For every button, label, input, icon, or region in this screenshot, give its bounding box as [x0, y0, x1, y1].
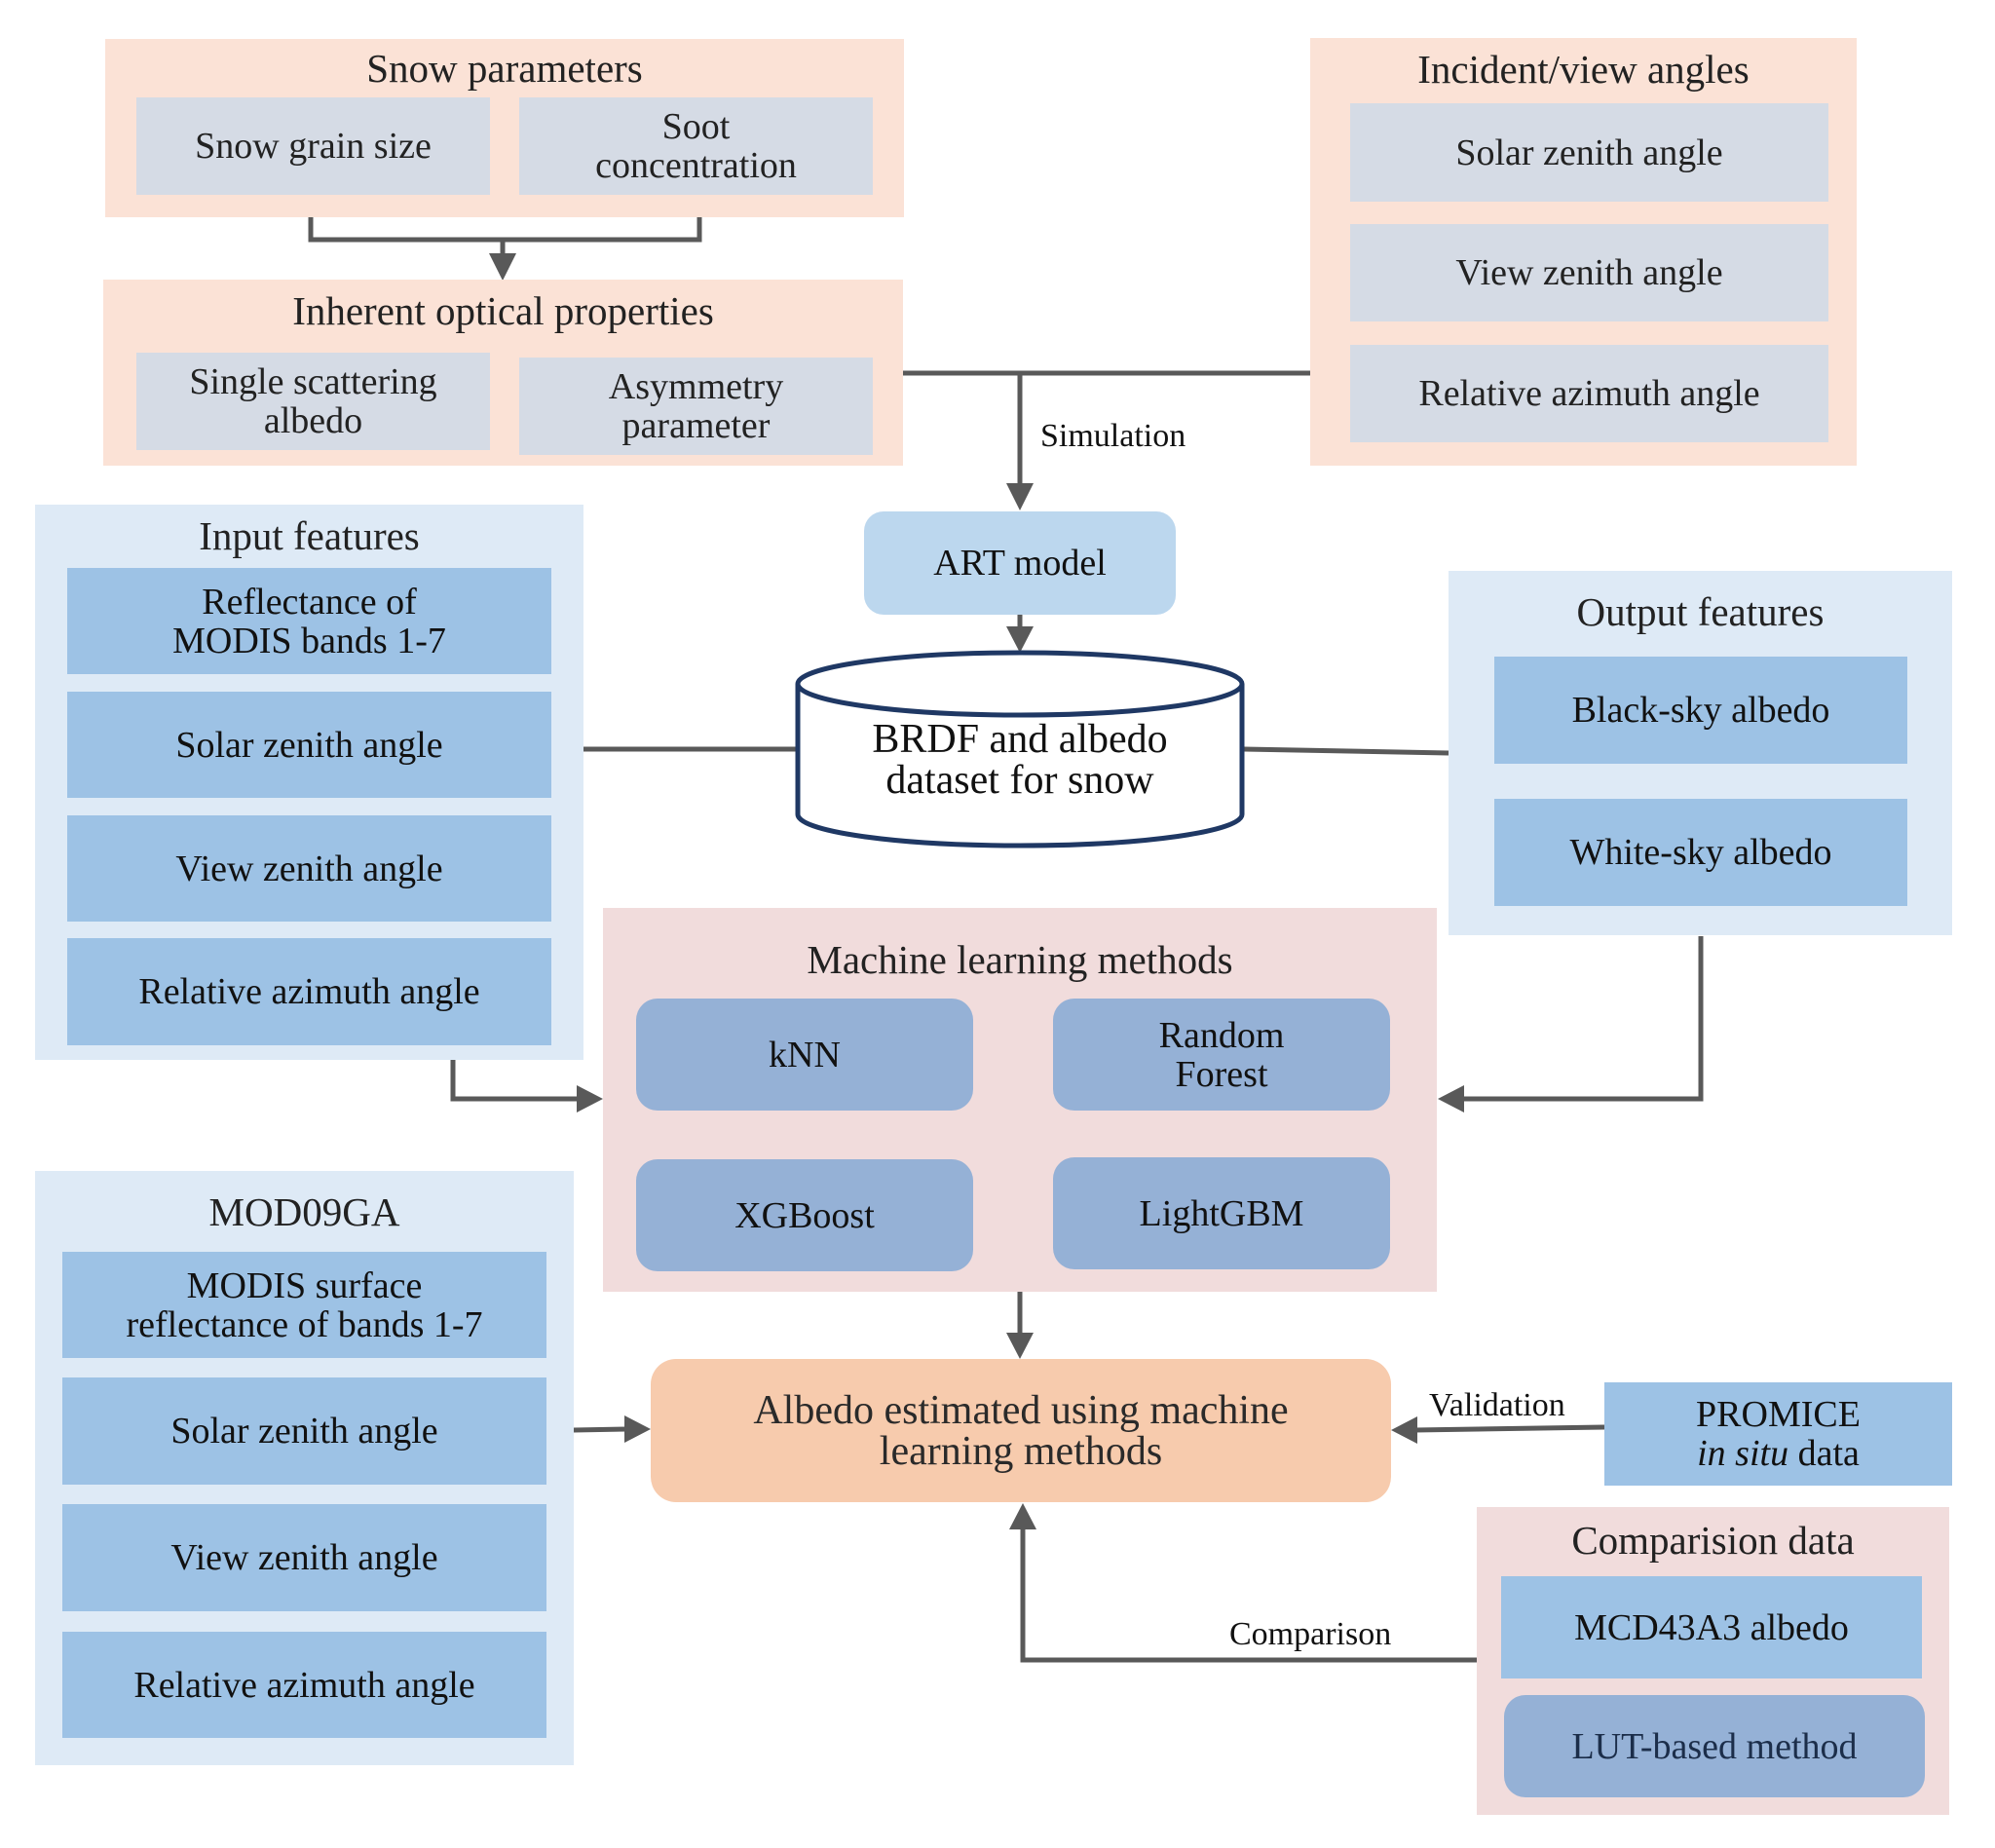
- mod09ga-surface-reflectance: MODIS surface reflectance of bands 1-7: [62, 1252, 546, 1358]
- input-reflectance-modis: Reflectance of MODIS bands 1-7: [67, 568, 551, 674]
- output-features-title: Output features: [1576, 589, 1825, 634]
- asymmetry-parameter: Asymmetry parameter: [519, 358, 873, 455]
- input-view-zenith-angle: View zenith angle: [67, 815, 551, 922]
- input-solar-zenith-angle: Solar zenith angle: [67, 692, 551, 798]
- promice-data-text: data: [1788, 1433, 1860, 1474]
- arrowhead-dataset: [1006, 626, 1034, 653]
- connector-comparison: [1020, 1527, 1477, 1663]
- comparison-label: Comparison: [1229, 1616, 1392, 1652]
- promice-line1: PROMICE: [1696, 1394, 1861, 1435]
- snow-grain-size: Snow grain size: [136, 97, 490, 195]
- mod09ga-title: MOD09GA: [208, 1189, 400, 1234]
- inherent-optical-properties-group: Inherent optical properties Single scatt…: [103, 280, 903, 466]
- mod09ga-view-zenith-angle: View zenith angle: [62, 1504, 546, 1611]
- arrowhead-inherent: [489, 253, 516, 281]
- connector-input-ml: [450, 1060, 580, 1102]
- method-lightgbm: LightGBM: [1053, 1157, 1390, 1269]
- validation-label: Validation: [1429, 1387, 1565, 1423]
- mod09ga-relative-azimuth-angle: Relative azimuth angle: [62, 1632, 546, 1738]
- input-relative-azimuth-angle: Relative azimuth angle: [67, 938, 551, 1045]
- inherent-optical-properties-title: Inherent optical properties: [292, 288, 714, 333]
- arrow-validation: [1413, 1424, 1605, 1433]
- promice-in-situ-italic: in situ: [1697, 1433, 1789, 1474]
- promice-in-situ-data: PROMICE in situ data: [1604, 1382, 1952, 1486]
- solar-zenith-angle: Solar zenith angle: [1350, 103, 1828, 202]
- connector-dataset-output: [1243, 746, 1449, 756]
- mod09ga-group: MOD09GA MODIS surface reflectance of ban…: [35, 1171, 574, 1765]
- arrowhead-albedo-right: [1391, 1416, 1417, 1444]
- dataset-cylinder: [795, 650, 1245, 849]
- snow-parameters-title: Snow parameters: [366, 46, 643, 91]
- black-sky-albedo: Black-sky albedo: [1494, 657, 1907, 764]
- arrowhead-albedo-left: [624, 1415, 651, 1443]
- arrow-mod09ga-to-albedo: [573, 1426, 629, 1433]
- arrowhead-ml-left: [577, 1085, 603, 1113]
- comparison-data-group: Comparision data MCD43A3 albedo LUT-base…: [1477, 1507, 1949, 1815]
- lut-based-method: LUT-based method: [1504, 1695, 1925, 1797]
- method-xgboost: XGBoost: [636, 1159, 973, 1271]
- method-knn: kNN: [636, 999, 973, 1111]
- single-scattering-albedo: Single scattering albedo: [136, 353, 490, 450]
- method-random-forest: Random Forest: [1053, 999, 1390, 1111]
- art-model: ART model: [864, 511, 1176, 615]
- promice-line2: in situ data: [1697, 1434, 1860, 1473]
- incident-view-angles-title: Incident/view angles: [1417, 47, 1750, 92]
- connector-output-ml: [1461, 936, 1704, 1102]
- simulation-label: Simulation: [1040, 418, 1186, 454]
- mod09ga-solar-zenith-angle: Solar zenith angle: [62, 1377, 546, 1485]
- view-zenith-angle: View zenith angle: [1350, 224, 1828, 321]
- relative-azimuth-angle: Relative azimuth angle: [1350, 345, 1828, 442]
- arrowhead-ml-right: [1438, 1085, 1464, 1113]
- white-sky-albedo: White-sky albedo: [1494, 799, 1907, 906]
- dataset-label: BRDF and albedo dataset for snow: [872, 717, 1168, 803]
- snow-parameters-group: Snow parameters Snow grain size Soot con…: [105, 39, 904, 217]
- soot-concentration: Soot concentration: [519, 97, 873, 195]
- arrowhead-art: [1006, 483, 1034, 510]
- albedo-estimated: Albedo estimated using machine learning …: [651, 1359, 1391, 1502]
- input-features-group: Input features Reflectance of MODIS band…: [35, 505, 583, 1060]
- input-features-title: Input features: [199, 513, 420, 558]
- ml-methods-title: Machine learning methods: [807, 937, 1233, 982]
- incident-view-angles-group: Incident/view angles Solar zenith angle …: [1310, 38, 1857, 466]
- comparison-data-title: Comparision data: [1571, 1518, 1855, 1563]
- mcd43a3-albedo: MCD43A3 albedo: [1501, 1576, 1922, 1678]
- arrowhead-albedo-top: [1006, 1333, 1034, 1359]
- arrowhead-albedo-bottom: [1009, 1503, 1036, 1529]
- output-features-group: Output features Black-sky albedo White-s…: [1449, 571, 1952, 935]
- ml-methods-group: Machine learning methods kNN Random Fore…: [603, 908, 1437, 1292]
